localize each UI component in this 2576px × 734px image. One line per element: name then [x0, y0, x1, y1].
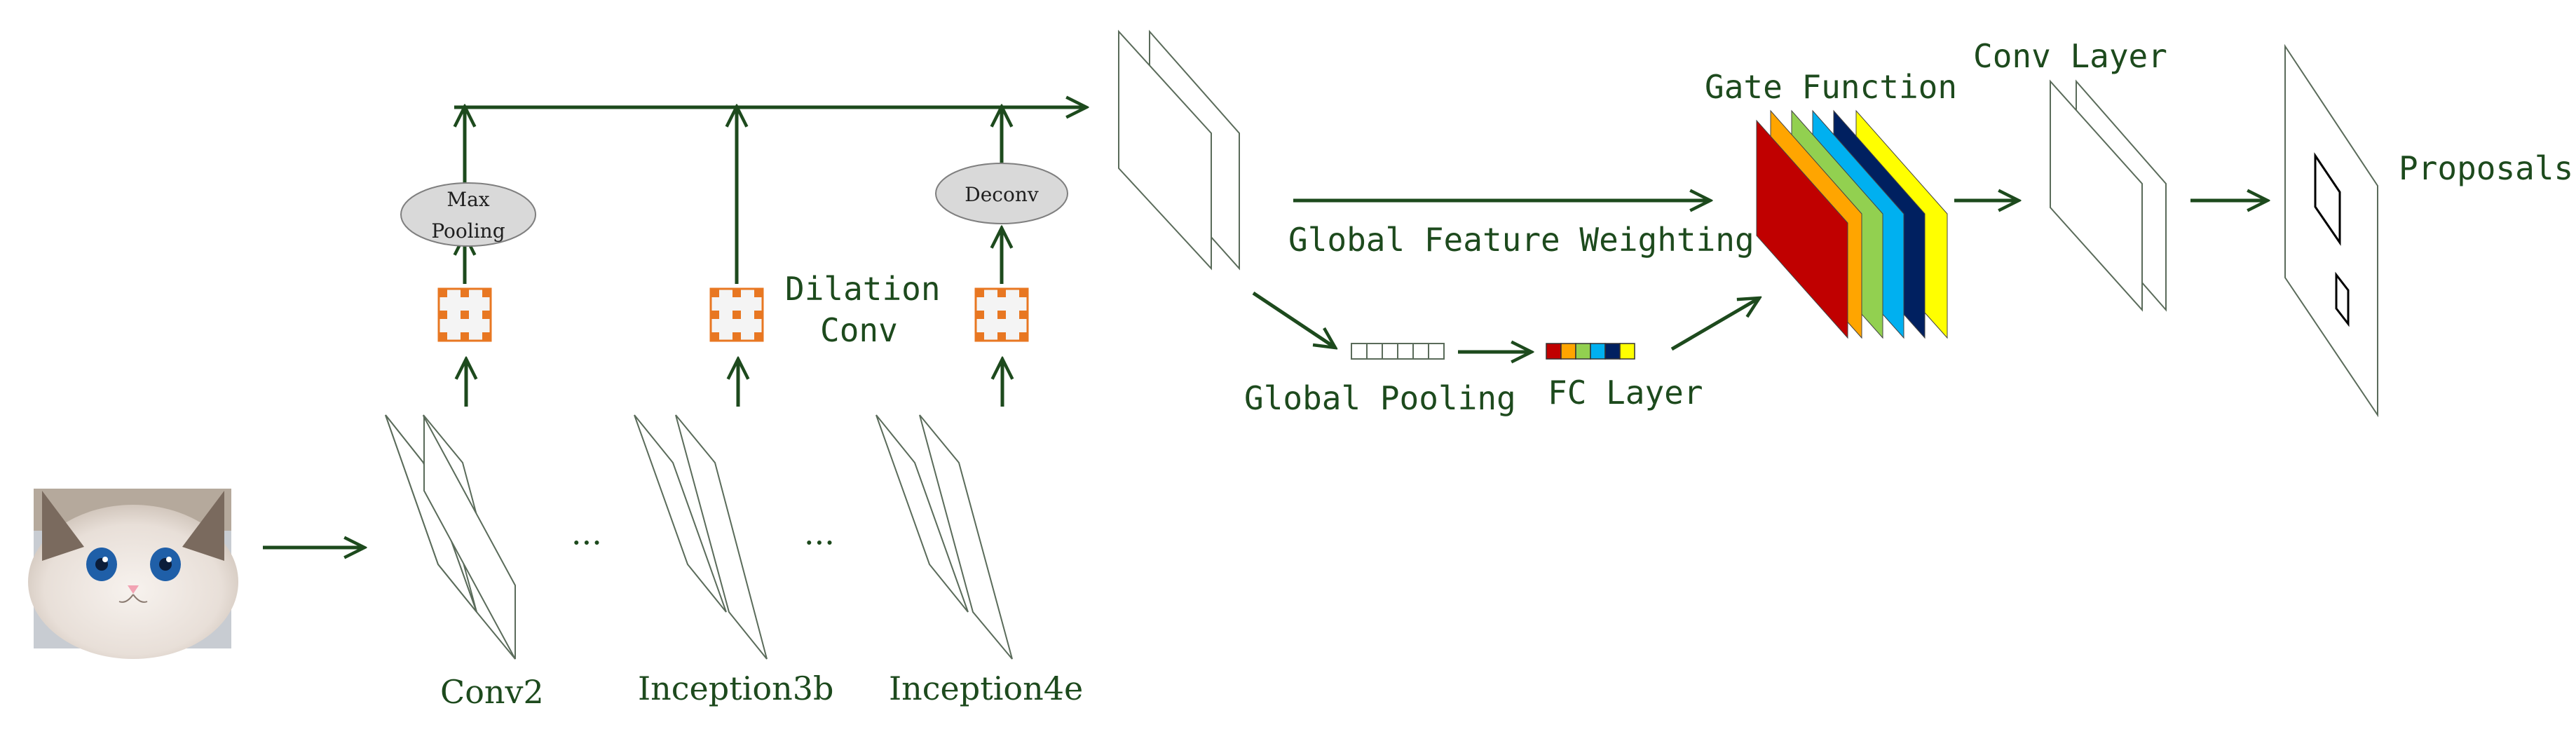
label-global-pooling: Global Pooling: [1244, 379, 1516, 417]
input-image: [28, 489, 238, 659]
deconv-node: Deconv: [935, 163, 1068, 224]
conv-layer-stack: [2050, 79, 2167, 312]
arrow-fc-to-gate: [1670, 298, 1759, 351]
proposal-box-large: [2314, 152, 2341, 246]
max-pooling-label-2: Pooling: [431, 219, 505, 243]
label-inception3b: Inception3b: [638, 670, 833, 707]
max-pooling-node: Max Pooling: [400, 182, 536, 247]
label-fc-layer: FC Layer: [1548, 374, 1703, 412]
arrow-to-global-pooling: [1252, 291, 1335, 348]
dilation-kernel-3: [974, 287, 1029, 342]
fc-layer-vector: [1546, 343, 1635, 360]
ellipsis-2: ···: [804, 524, 835, 562]
label-dilation-line2: Conv: [820, 311, 898, 349]
label-conv2: Conv2: [440, 673, 544, 711]
label-proposals: Proposals: [2399, 149, 2573, 187]
max-pooling-label-1: Max: [447, 188, 489, 211]
aggregated-feature-map: [1118, 29, 1240, 271]
feature-map-inception3b: [634, 414, 768, 660]
label-dilation-line1: Dilation: [785, 270, 941, 308]
feature-map-inception4e: [875, 414, 1013, 660]
dilation-kernel-1: [437, 287, 492, 342]
proposals-plane: [2284, 43, 2378, 418]
conv2-plane-back: [423, 416, 516, 660]
label-inception4e: Inception4e: [889, 670, 1083, 707]
deconv-label: Deconv: [965, 183, 1039, 206]
label-conv-layer: Conv Layer: [1973, 37, 2167, 75]
label-global-feature-weighting: Global Feature Weighting: [1288, 221, 1754, 259]
label-gate-function: Gate Function: [1705, 68, 1957, 106]
dilation-kernel-2: [709, 287, 764, 342]
global-pooling-vector: [1351, 343, 1445, 360]
proposal-box-small: [2335, 271, 2350, 327]
gate-function-stack: [1756, 109, 1948, 339]
ellipsis-1: ···: [571, 524, 602, 562]
